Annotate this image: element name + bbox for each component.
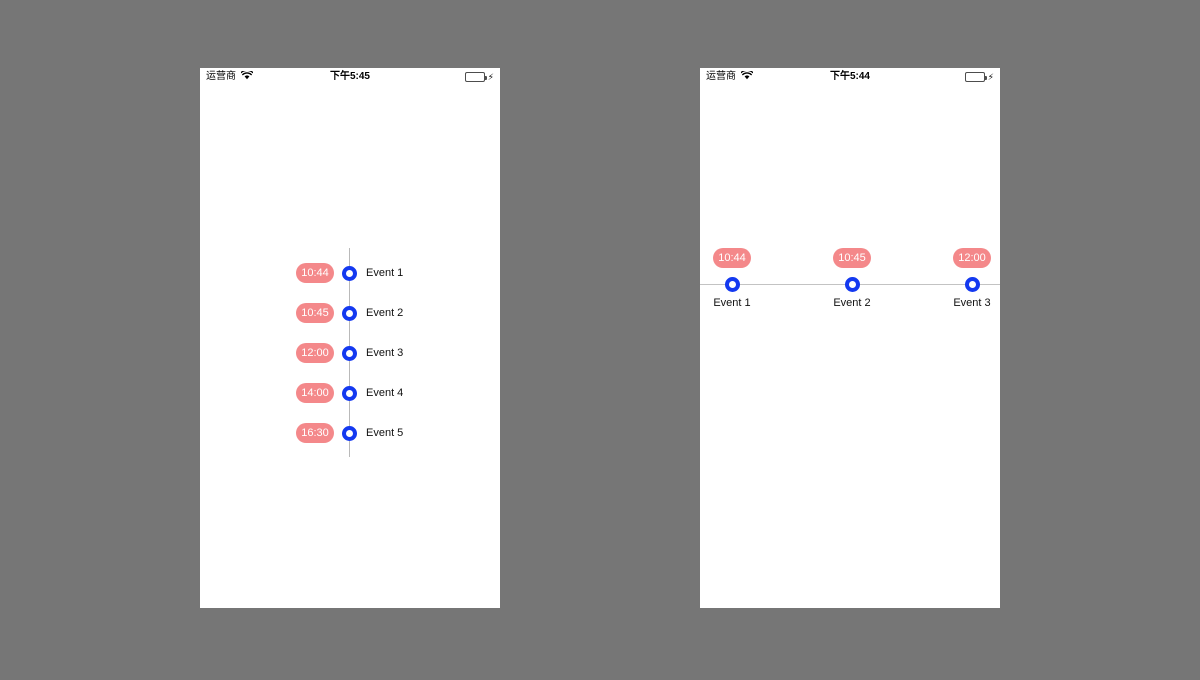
timeline-item-label: Event 2 [366, 307, 404, 319]
battery-icon [464, 72, 487, 82]
time-badge: 16:30 [296, 423, 334, 443]
timeline-item[interactable]: 14:00 Event 4 [200, 383, 500, 403]
vertical-timeline: 10:44 Event 1 10:45 Event 2 12:00 Event … [200, 88, 500, 608]
timeline-item-label: Event 1 [366, 267, 404, 279]
time-badge: 14:00 [296, 383, 334, 403]
timeline-dot-icon [342, 425, 357, 441]
timeline-dot-icon [342, 385, 357, 401]
battery-cap [985, 76, 987, 80]
carrier-label: 运营商 [706, 71, 736, 82]
time-badge: 12:00 [953, 248, 991, 268]
wifi-icon [240, 69, 254, 83]
timeline-dot-icon [964, 277, 980, 292]
timeline-item-label: Event 5 [366, 427, 404, 439]
lightning-bolt-icon: ⚡ [987, 71, 994, 82]
lightning-bolt-icon: ⚡ [487, 71, 494, 82]
carrier-label: 运营商 [206, 71, 236, 82]
battery-cap [485, 76, 487, 80]
status-bar-left-group: 运营商 [706, 69, 754, 83]
time-badge: 10:45 [833, 248, 871, 268]
timeline-item[interactable]: 10:44 Event 1 [700, 248, 772, 310]
battery-icon [964, 72, 987, 82]
horizontal-timeline: 10:44 Event 1 10:45 Event 2 12:00 Event … [700, 88, 1000, 608]
status-bar: 运营商 下午5:45 ⚡ [200, 68, 500, 88]
phone-screen-vertical-timeline: 运营商 下午5:45 ⚡ 10:44 Event 1 [200, 68, 500, 608]
timeline-item-label: Event 1 [713, 297, 751, 309]
status-bar-left-group: 运营商 [206, 69, 254, 83]
timeline-dot-icon [844, 277, 860, 292]
status-bar-right-group: ⚡ [464, 71, 494, 82]
time-badge: 10:44 [713, 248, 751, 268]
time-badge: 10:44 [296, 263, 334, 283]
status-bar-clock: 下午5:45 [329, 71, 370, 82]
timeline-item[interactable]: 12:00 Event 3 [200, 343, 500, 363]
timeline-item[interactable]: 10:45 Event 2 [200, 303, 500, 323]
timeline-dot-icon [342, 265, 357, 281]
timeline-item[interactable]: 12:00 Event 3 [932, 248, 1000, 310]
timeline-item-label: Event 2 [833, 297, 871, 309]
timeline-dot-icon [342, 305, 357, 321]
timeline-item[interactable]: 16:30 Event 5 [200, 423, 500, 443]
status-bar-right-group: ⚡ [964, 71, 994, 82]
wifi-icon [740, 69, 754, 83]
timeline-item[interactable]: 10:44 Event 1 [200, 263, 500, 283]
time-badge: 12:00 [296, 343, 334, 363]
status-bar-clock: 下午5:44 [829, 71, 870, 82]
timeline-item-label: Event 4 [366, 387, 404, 399]
timeline-item-label: Event 3 [953, 297, 991, 309]
status-bar: 运营商 下午5:44 ⚡ [700, 68, 1000, 88]
timeline-dot-icon [342, 345, 357, 361]
timeline-item-label: Event 3 [366, 347, 404, 359]
phone-screen-horizontal-timeline: 运营商 下午5:44 ⚡ 10:44 Event 1 [700, 68, 1000, 608]
time-badge: 10:45 [296, 303, 334, 323]
timeline-dot-icon [724, 277, 740, 292]
timeline-item[interactable]: 10:45 Event 2 [812, 248, 892, 310]
